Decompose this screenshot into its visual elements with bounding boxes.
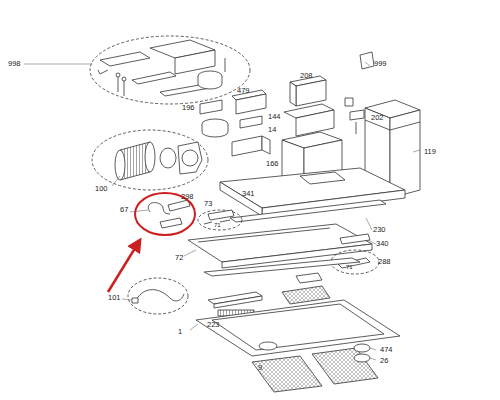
callout-number: 100 (95, 185, 108, 193)
callout-number: 9 (258, 364, 262, 372)
callout-number: 999 (374, 60, 387, 68)
callout-number: 14 (268, 126, 276, 134)
callout-number: 998 (8, 60, 21, 68)
callout-number: 67 (120, 206, 128, 214)
callout-number: 144 (268, 113, 281, 121)
callout-number: 474 (380, 346, 393, 354)
callout-number: 341 (242, 190, 255, 198)
callout-number: 72 (175, 254, 183, 262)
callout-number: 1 (178, 328, 182, 336)
callout-number: 196 (182, 104, 195, 112)
callout-number: 71 (346, 264, 353, 270)
callout-number: 71 (214, 222, 221, 228)
callout-number: 202 (371, 114, 384, 122)
callout-number: 340 (376, 240, 389, 248)
callout-number: 223 (207, 321, 220, 329)
callout-number: 288 (378, 258, 391, 266)
callout-number: 73 (204, 200, 212, 208)
callout-number: 208 (300, 72, 313, 80)
callout-number: 479 (237, 87, 250, 95)
callout-number: 119 (424, 148, 436, 156)
callout-number: 298 (181, 193, 194, 201)
callout-number: 166 (266, 160, 279, 168)
callout-number: 230 (373, 226, 386, 234)
callout-number: 101 (108, 294, 121, 302)
callout-number: 26 (380, 357, 388, 365)
